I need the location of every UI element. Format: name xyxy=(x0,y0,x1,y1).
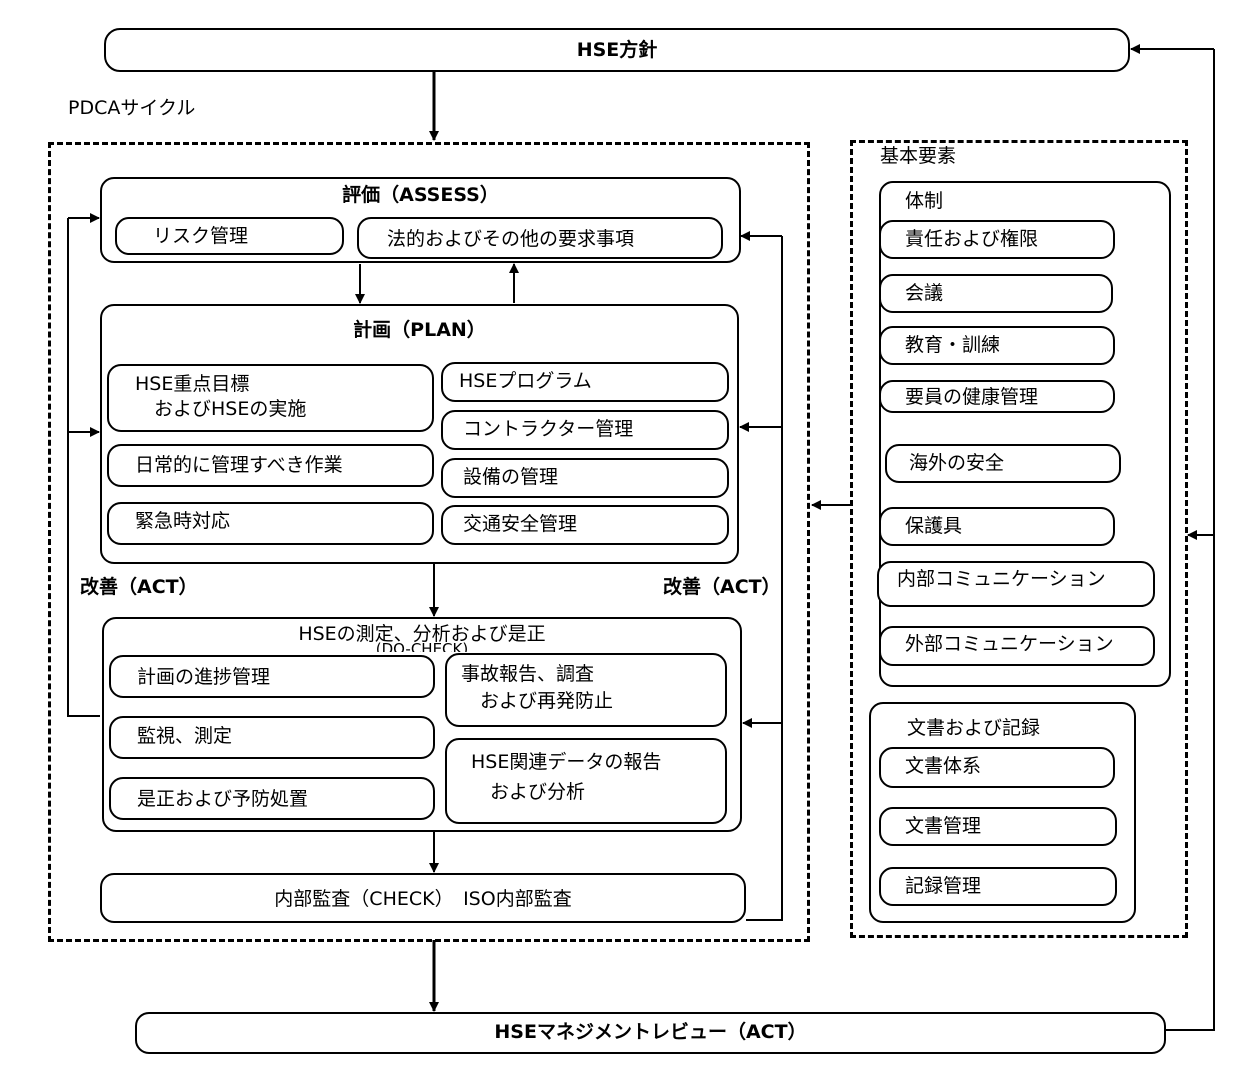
org-title: 体制 xyxy=(905,190,944,212)
policy-label: HSE方針 xyxy=(576,39,658,61)
org-item-meeting: 会議 xyxy=(879,274,1113,313)
org-item-training: 教育・訓練 xyxy=(879,326,1115,365)
docheck-item-corrective: 是正および予防処置 xyxy=(109,777,435,820)
audit-box: 内部監査（CHECK） ISO内部監査 xyxy=(100,873,746,923)
org-item-internal-comm: 内部コミュニケーション xyxy=(877,561,1155,607)
act-label-right: 改善（ACT） xyxy=(663,576,781,598)
docheck-item-data-report: HSE関連データの報告 および分析 xyxy=(445,738,727,824)
basic-elements-container xyxy=(850,140,1188,938)
plan-item-traffic: 交通安全管理 xyxy=(441,505,729,545)
assess-item-legal: 法的およびその他の要求事項 xyxy=(357,217,723,259)
act-loop-left xyxy=(67,218,100,717)
docs-item-system: 文書体系 xyxy=(879,747,1115,788)
assess-title: 評価（ASSESS） xyxy=(342,184,499,206)
docheck-subtitle: (DO-CHECK) xyxy=(375,641,469,652)
plan-item-program: HSEプログラム xyxy=(441,362,729,402)
plan-item-facility: 設備の管理 xyxy=(441,458,729,498)
docs-item-records: 記録管理 xyxy=(879,867,1117,906)
org-item-overseas-safety: 海外の安全 xyxy=(885,444,1121,483)
org-item-responsibility: 責任および権限 xyxy=(879,220,1115,259)
docheck-item-incident: 事故報告、調査 および再発防止 xyxy=(445,653,727,727)
assess-item-risk: リスク管理 xyxy=(115,217,344,255)
act-loop-right xyxy=(746,236,783,921)
docheck-item-monitoring: 監視、測定 xyxy=(109,716,435,759)
plan-item-daily-work: 日常的に管理すべき作業 xyxy=(107,444,434,487)
review-box: HSEマネジメントレビュー（ACT） xyxy=(135,1012,1166,1054)
plan-title: 計画（PLAN） xyxy=(353,319,486,341)
act-label-left: 改善（ACT） xyxy=(80,576,198,598)
org-item-external-comm: 外部コミュニケーション xyxy=(879,626,1155,666)
basic-elements-title: 基本要素 xyxy=(880,145,957,167)
policy-box: HSE方針 xyxy=(104,28,1130,72)
plan-item-contractor: コントラクター管理 xyxy=(441,410,729,450)
plan-item-objectives: HSE重点目標 およびHSEの実施 xyxy=(107,364,434,432)
audit-label: 内部監査（CHECK） ISO内部監査 xyxy=(274,888,572,910)
docheck-item-progress: 計画の進捗管理 xyxy=(109,655,435,698)
docs-title: 文書および記録 xyxy=(907,717,1041,739)
cycle-label: PDCAサイクル xyxy=(68,97,196,119)
pdca-cycle-container xyxy=(48,142,810,942)
docheck-title: HSEの測定、分析および是正 xyxy=(298,623,546,645)
docs-item-control: 文書管理 xyxy=(879,807,1117,846)
org-item-health: 要員の健康管理 xyxy=(879,380,1115,413)
org-item-protective-gear: 保護具 xyxy=(879,507,1115,546)
feedback-loop xyxy=(1166,49,1215,1031)
review-label: HSEマネジメントレビュー（ACT） xyxy=(494,1021,807,1043)
plan-item-emergency: 緊急時対応 xyxy=(107,502,434,545)
